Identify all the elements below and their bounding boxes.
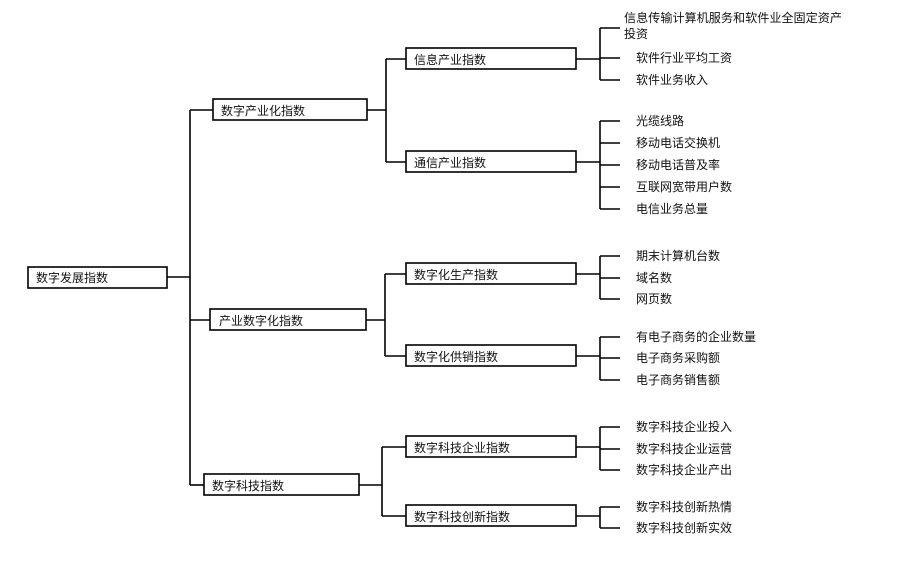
node-box	[209, 308, 367, 331]
leaf-label: 移动电话交换机	[636, 135, 720, 150]
level2-node: 数字化生产指数	[405, 262, 577, 285]
node-label: 数字产业化指数	[221, 103, 305, 118]
leaf-label: 互联网宽带用户数	[636, 179, 732, 194]
leaf-label: 软件行业平均工资	[636, 51, 732, 65]
level1-node: 产业数字化指数	[209, 308, 367, 331]
leaf-label: 数字科技创新实效	[636, 520, 732, 535]
leaf-group-telecom-industry: 光缆线路 移动电话交换机 移动电话普及率 互联网宽带用户数 电信业务总量	[636, 113, 732, 216]
leaf-label: 数字科技企业投入	[636, 419, 732, 434]
node-box	[212, 98, 368, 121]
leaf-label: 网页数	[636, 291, 672, 306]
leaf-label: 信息传输计算机服务和软件业全固定资产 投资	[624, 10, 846, 41]
node-label: 通信产业指数	[414, 155, 486, 170]
node-label: 数字科技企业指数	[414, 440, 510, 455]
leaf-label: 期末计算机台数	[636, 248, 720, 263]
node-label: 数字科技指数	[212, 478, 284, 493]
node-box	[27, 266, 168, 289]
leaf-group-digital-tech-innovation: 数字科技创新热情 数字科技创新实效	[636, 499, 732, 535]
leaf-label: 电子商务销售额	[636, 372, 720, 387]
leaf-group-info-industry: 信息传输计算机服务和软件业全固定资产 投资 软件行业平均工资 软件业务收入	[624, 10, 846, 87]
node-label: 信息产业指数	[414, 52, 486, 67]
node-box	[405, 344, 577, 367]
connectors	[167, 27, 620, 529]
level2-node: 通信产业指数	[405, 150, 577, 173]
level1-node: 数字科技指数	[203, 473, 360, 496]
leaf-label: 有电子商务的企业数量	[636, 329, 756, 344]
leaf-label: 电子商务采购额	[636, 350, 720, 365]
level2-node: 数字化供销指数	[405, 344, 577, 367]
leaf-group-digital-tech-enterprise: 数字科技企业投入 数字科技企业运营 数字科技企业产出	[636, 419, 732, 477]
leaf-label: 软件业务收入	[636, 72, 708, 87]
level2-node: 数字科技创新指数	[405, 504, 577, 527]
node-box	[405, 504, 577, 527]
node-label: 数字化供销指数	[414, 349, 498, 364]
leaf-group-digital-supply-sales: 有电子商务的企业数量 电子商务采购额 电子商务销售额	[636, 329, 756, 387]
node-label: 产业数字化指数	[219, 313, 303, 328]
leaf-label: 数字科技企业产出	[636, 462, 732, 477]
leaf-label: 数字科技企业运营	[636, 441, 732, 456]
node-label: 数字发展指数	[36, 270, 108, 285]
node-box	[203, 473, 360, 496]
node-box	[405, 47, 577, 70]
node-label: 数字科技创新指数	[414, 509, 510, 524]
leaf-label: 数字科技创新热情	[636, 499, 732, 514]
node-label: 数字化生产指数	[414, 267, 498, 282]
node-box	[405, 435, 577, 458]
node-box	[405, 262, 577, 285]
root-node: 数字发展指数	[27, 266, 168, 289]
leaf-label: 电信业务总量	[636, 201, 708, 216]
level1-node: 数字产业化指数	[212, 98, 368, 121]
level2-node: 数字科技企业指数	[405, 435, 577, 458]
leaf-label-line: 投资	[624, 26, 648, 41]
leaf-label: 移动电话普及率	[636, 157, 720, 172]
leaf-label: 光缆线路	[636, 113, 684, 128]
leaf-group-digital-production: 期末计算机台数 域名数 网页数	[636, 248, 720, 306]
leaf-label-line: 信息传输计算机服务和软件业全固定资产	[624, 10, 842, 25]
leaf-label: 域名数	[636, 270, 672, 285]
level2-node: 信息产业指数	[405, 47, 577, 70]
node-box	[405, 150, 577, 173]
